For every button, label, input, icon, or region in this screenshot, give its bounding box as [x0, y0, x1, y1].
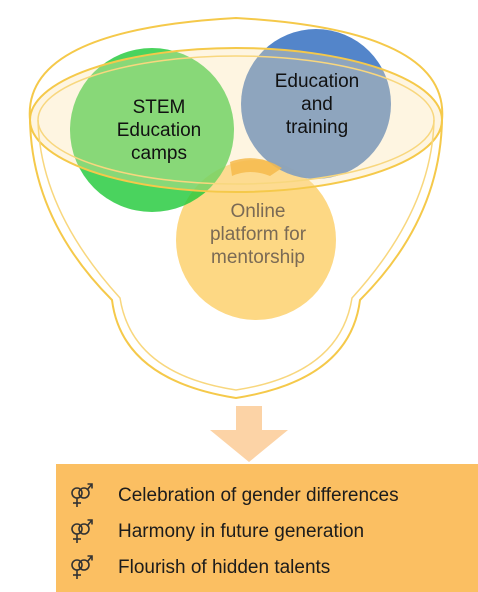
online-mentorship-circle: [176, 160, 336, 320]
outcome-text: Harmony in future generation: [118, 521, 365, 542]
stem-camps-label: STEM Education camps: [116, 97, 202, 165]
down-arrow: [210, 406, 288, 462]
male-female-symbol-icon: [71, 555, 93, 579]
overlap-highlight: [230, 158, 282, 176]
male-female-symbol-icon: [71, 519, 93, 543]
outcome-item: Harmony in future generation: [68, 518, 364, 546]
outcomes-box: Celebration of gender differences Harmon…: [56, 464, 478, 592]
education-training-label: Education and training: [274, 71, 360, 139]
stem-camps-circle: [70, 48, 234, 212]
male-female-symbol-icon: [71, 483, 93, 507]
funnel-body-inner: [37, 119, 435, 391]
outcome-item: Flourish of hidden talents: [68, 554, 330, 582]
online-mentorship-label: Online platform for mentorship: [209, 201, 307, 269]
education-training-circle: [241, 29, 391, 179]
funnel-body: [28, 16, 444, 400]
outcome-item: Celebration of gender differences: [68, 482, 399, 510]
outcome-text: Flourish of hidden talents: [118, 557, 331, 578]
outcome-text: Celebration of gender differences: [118, 485, 399, 506]
